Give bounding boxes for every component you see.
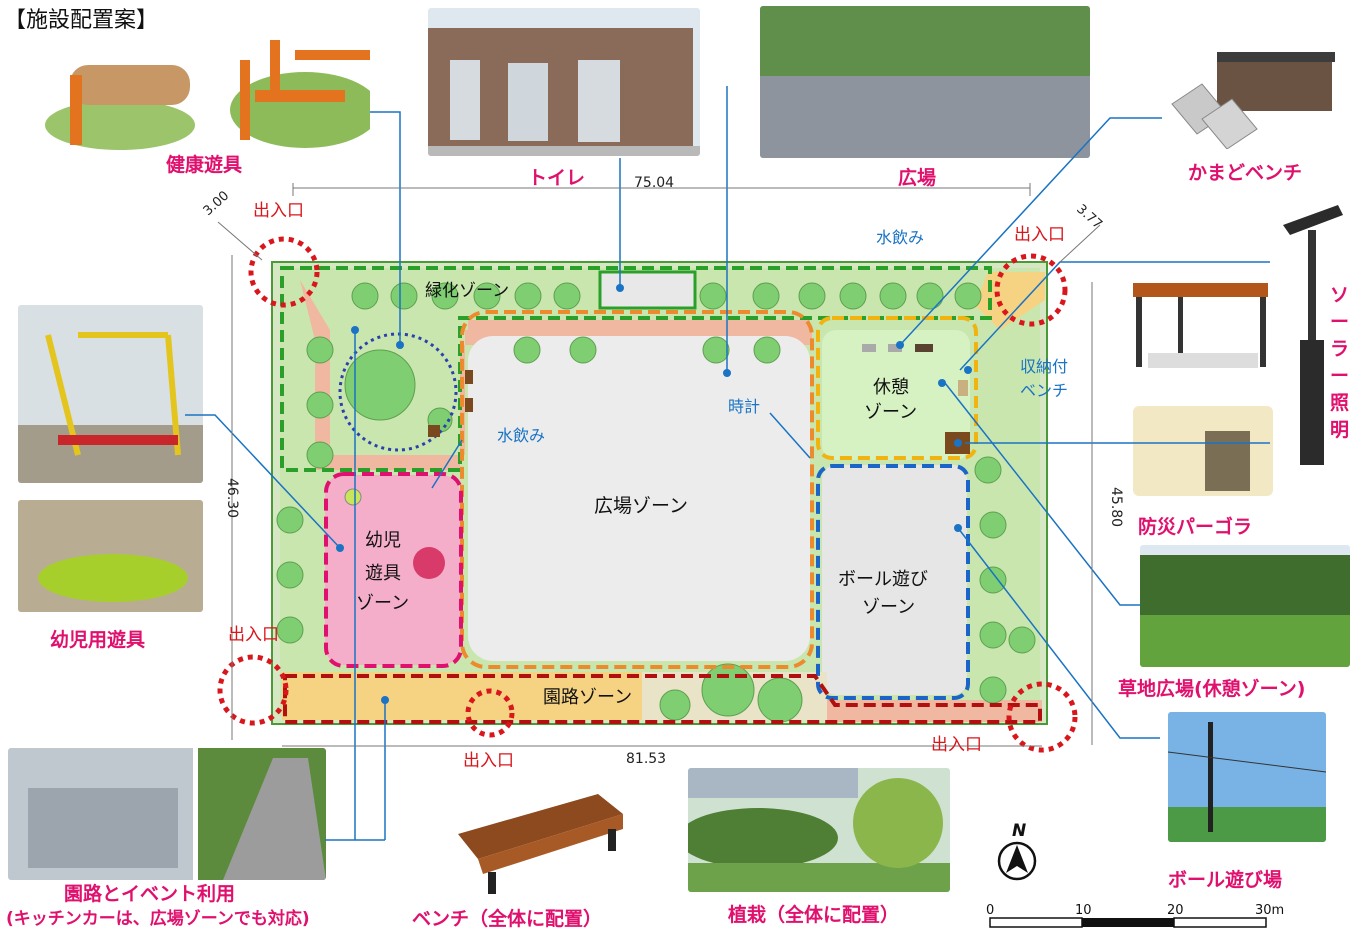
zone-ball-label-1: ボール遊び bbox=[838, 569, 928, 590]
dimension-left: 46.30 bbox=[224, 478, 240, 518]
kamado-bench-photo bbox=[1162, 44, 1337, 149]
plaza-photo bbox=[760, 6, 1090, 158]
storage-bench-label-1: 収納付 bbox=[1020, 357, 1068, 376]
caption-plaza: 広場 bbox=[898, 167, 937, 189]
north-arrow-icon bbox=[997, 841, 1037, 881]
caption-kitchen-car-note: (キッチンカーは、広場ゾーンでも対応) bbox=[6, 909, 310, 929]
caption-toilet: トイレ bbox=[528, 167, 586, 189]
scale-bar bbox=[989, 917, 1267, 928]
entrance-label-ne: 出入口 bbox=[1014, 225, 1065, 245]
disaster-pergola-photo bbox=[1125, 396, 1275, 504]
page-title: 【施設配置案】 bbox=[4, 8, 159, 33]
caption-solar-light: ソーラー照明 bbox=[1330, 284, 1350, 441]
water-fountain-label-2: 水飲み bbox=[497, 426, 545, 445]
zone-kids-label-2: 遊具 bbox=[365, 563, 401, 584]
entrance-label-se: 出入口 bbox=[931, 735, 982, 755]
solar-light-photo bbox=[1278, 200, 1348, 470]
scale-tick-20: 20 bbox=[1167, 903, 1184, 918]
dimension-top: 75.04 bbox=[634, 175, 674, 191]
caption-ball-field: ボール遊び場 bbox=[1168, 869, 1283, 891]
health-equipment-photo bbox=[40, 20, 370, 150]
caption-kamado-bench: かまどベンチ bbox=[1188, 162, 1303, 184]
caption-lawn-plaza: 草地広場(休憩ゾーン) bbox=[1118, 678, 1306, 700]
kids-play-photo bbox=[18, 500, 203, 612]
dimension-bottom: 81.53 bbox=[626, 751, 666, 767]
storage-bench-label-2: ベンチ bbox=[1020, 381, 1068, 400]
scale-tick-10: 10 bbox=[1075, 903, 1092, 918]
entrance-label-sw: 出入口 bbox=[228, 625, 279, 645]
planting-photo bbox=[688, 768, 950, 892]
clock-label: 時計 bbox=[728, 397, 760, 416]
zone-rest-label-2: ゾーン bbox=[864, 402, 917, 423]
toilet-photo bbox=[428, 8, 700, 156]
zone-plaza-label: 広場ゾーン bbox=[594, 495, 688, 517]
caption-bench: ベンチ（全体に配置） bbox=[412, 908, 603, 930]
path-event-photo bbox=[8, 748, 326, 880]
scale-tick-0: 0 bbox=[986, 903, 994, 918]
ball-field-photo bbox=[1168, 712, 1326, 842]
zone-green-label: 緑化ゾーン bbox=[425, 281, 509, 301]
zone-kids-label-1: 幼児 bbox=[365, 530, 401, 551]
dimension-corner-ne: 3.77 bbox=[1073, 202, 1105, 233]
zone-path-label: 園路ゾーン bbox=[543, 687, 632, 708]
caption-path-event: 園路とイベント利用 bbox=[64, 883, 236, 905]
pergola-photo bbox=[1118, 268, 1278, 378]
zone-kids-label-3: ゾーン bbox=[356, 593, 409, 614]
water-fountain-label-1: 水飲み bbox=[876, 228, 924, 247]
compass-north-label: N bbox=[1012, 821, 1026, 841]
caption-kids-equipment: 幼児用遊具 bbox=[50, 629, 146, 651]
scale-tick-30: 30m bbox=[1255, 903, 1284, 918]
caption-planting: 植栽（全体に配置） bbox=[728, 904, 900, 926]
zone-rest-label-1: 休憩 bbox=[873, 377, 909, 398]
dimension-right: 45.80 bbox=[1108, 487, 1124, 527]
entrance-label-nw: 出入口 bbox=[253, 201, 304, 221]
caption-health-equipment: 健康遊具 bbox=[166, 154, 243, 176]
zone-ball-label-2: ゾーン bbox=[862, 597, 915, 618]
entrance-label-s: 出入口 bbox=[463, 751, 514, 771]
dimension-corner-nw: 3.00 bbox=[201, 188, 233, 219]
lawn-plaza-photo bbox=[1140, 545, 1350, 667]
bench-photo bbox=[438, 784, 638, 898]
swing-photo bbox=[18, 305, 203, 483]
caption-disaster-pergola: 防災パーゴラ bbox=[1138, 516, 1253, 538]
